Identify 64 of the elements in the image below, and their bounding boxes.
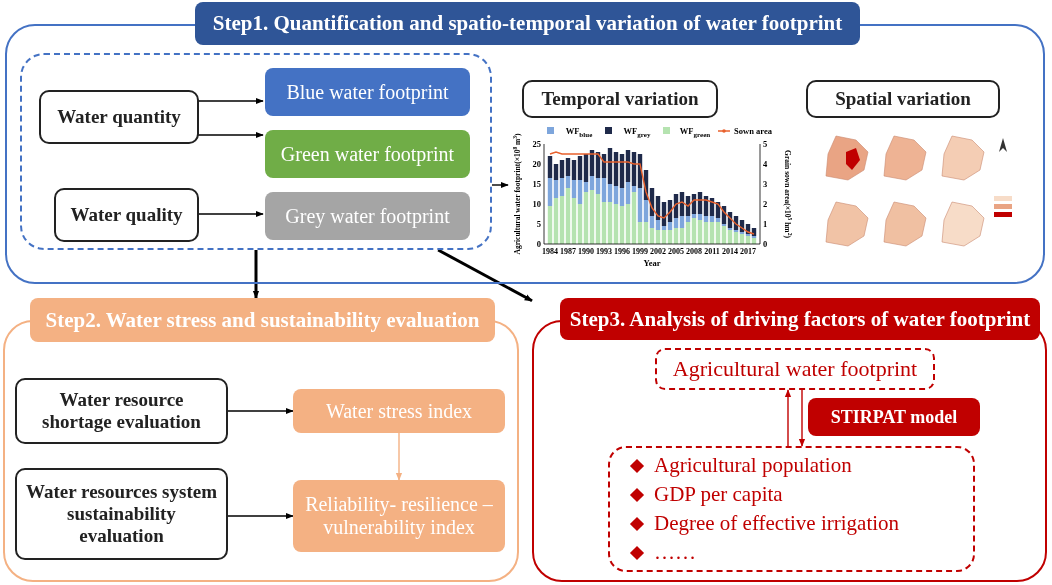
- list-item: Degree of effective irrigation: [654, 511, 900, 536]
- arrow: [798, 389, 806, 447]
- factor-list: [608, 446, 975, 572]
- tick-label: 15: [532, 179, 541, 189]
- input-box: Water quality: [54, 188, 199, 242]
- section-header: Step3. Analysis of driving factors of water footprint: [560, 298, 1040, 340]
- legend-label: WF$_{blue}$: [564, 125, 594, 140]
- tick-label: 2002: [650, 247, 666, 256]
- tick-label: 2017: [740, 247, 756, 256]
- tick-label: 5: [536, 219, 541, 229]
- tick-label: 1: [763, 219, 768, 229]
- tick-label: 2005: [668, 247, 684, 256]
- arrow: [395, 432, 403, 481]
- group-frame: [20, 53, 492, 250]
- tick-label: 3: [763, 179, 768, 189]
- legend-item: WF$_{blue}$: [547, 126, 593, 138]
- tick-label: 2014: [722, 247, 738, 256]
- tick-label: 4: [763, 159, 768, 169]
- list-item: Agricultural population: [654, 453, 852, 478]
- result-box: Water stress index: [293, 389, 505, 433]
- legend-item: WF$_{grey}$: [605, 126, 651, 138]
- axis-label: Year: [643, 258, 661, 268]
- tick-label: 0: [763, 239, 768, 249]
- input-box: Water quantity: [39, 90, 199, 144]
- tick-label: 0: [536, 239, 541, 249]
- tick-label: 20: [532, 159, 541, 169]
- arrow: [252, 250, 260, 299]
- arrow: [784, 389, 792, 447]
- picture: [825, 135, 1012, 247]
- tick-label: 2: [763, 199, 768, 209]
- tick-label: 1987: [560, 247, 576, 256]
- result-box: Green water footprint: [265, 130, 470, 178]
- tick-label: 25: [532, 139, 541, 149]
- tick-label: 1996: [614, 247, 630, 256]
- result-box: Reliability- resilience –vulnerability index: [293, 480, 505, 552]
- tick-label: 1990: [578, 247, 594, 256]
- input-box: Water resources system sustainability evaluation: [15, 468, 228, 560]
- tick-label: 5: [763, 139, 768, 149]
- arrow: [491, 181, 509, 189]
- tick-label: 10: [532, 199, 541, 209]
- legend-label: Sown area: [733, 125, 773, 138]
- result-box: Agricultural water footprint: [655, 348, 935, 390]
- legend-item: Sown area: [717, 126, 772, 136]
- legend-label: WF$_{green}$: [678, 125, 712, 140]
- list-item: ……: [654, 540, 696, 565]
- tick-label: 1984: [542, 247, 558, 256]
- tick-label: 1993: [596, 247, 612, 256]
- tick-label: 2008: [686, 247, 702, 256]
- tick-label: 1999: [632, 247, 648, 256]
- input-box: Spatial variation: [806, 80, 1000, 118]
- result-box: Blue water footprint: [265, 68, 470, 116]
- arrow: [227, 407, 294, 415]
- section-header: Step2. Water stress and sustainability evaluation: [30, 298, 495, 342]
- input-box: Water resource shortage evaluation: [15, 378, 228, 444]
- arrow: [437, 248, 533, 303]
- input-box: Temporal variation: [522, 80, 718, 118]
- legend-item: WF$_{green}$: [663, 126, 711, 138]
- legend-label: WF$_{grey}$: [622, 125, 652, 140]
- result-box: Grey water footprint: [265, 192, 470, 240]
- tick-label: 2011: [704, 247, 720, 256]
- model-badge: STIRPAT model: [808, 398, 980, 436]
- section-header: Step1. Quantification and spatio-temporal variation of water footprint: [195, 2, 860, 45]
- list-item: GDP per capita: [654, 482, 783, 507]
- arrow: [227, 512, 294, 520]
